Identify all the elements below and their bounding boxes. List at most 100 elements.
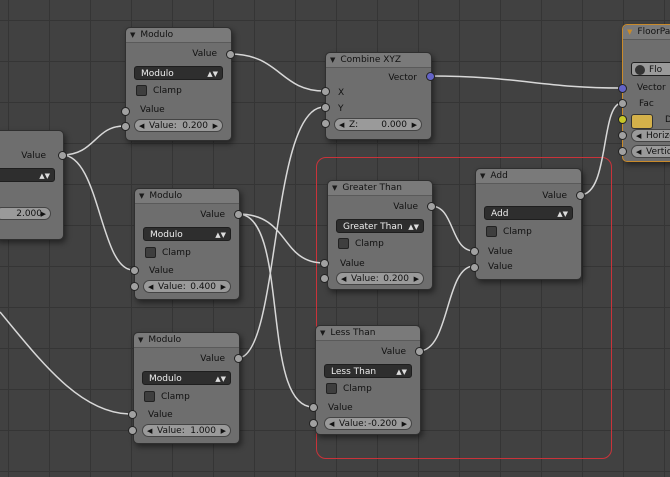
node-group-dropdown[interactable]: Flo bbox=[631, 62, 670, 76]
left-arrow-icon[interactable]: ◀ bbox=[139, 122, 145, 130]
node-combine-xyz[interactable]: ▼Combine XYZ Vector X Y ◀ Z: 0.000 ▶ bbox=[325, 52, 432, 140]
value-field[interactable]: ◀ Value: 1.000 ▶ bbox=[142, 424, 231, 437]
socket-floor-horizontal[interactable] bbox=[618, 131, 627, 140]
chevron-down-icon[interactable]: ▼ bbox=[138, 336, 144, 344]
z-field[interactable]: ◀ Z: 0.000 ▶ bbox=[334, 118, 422, 131]
left-arrow-icon[interactable]: ◀ bbox=[636, 132, 642, 140]
left-arrow-icon[interactable]: ◀ bbox=[339, 121, 345, 129]
socket-gt-output[interactable] bbox=[427, 202, 436, 211]
socket-lt-output[interactable] bbox=[415, 347, 424, 356]
chevron-down-icon[interactable]: ▼ bbox=[480, 172, 486, 180]
chevron-down-icon[interactable]: ▼ bbox=[130, 31, 136, 39]
clamp-row[interactable]: Clamp bbox=[326, 382, 372, 396]
chevron-down-icon[interactable]: ▼ bbox=[332, 184, 338, 192]
socket-combine-x[interactable] bbox=[321, 87, 330, 96]
socket-add-input2[interactable] bbox=[470, 263, 479, 272]
vertical-field[interactable]: ◀ Vertica bbox=[631, 145, 670, 158]
left-arrow-icon[interactable]: ◀ bbox=[636, 148, 642, 156]
checkbox-icon[interactable] bbox=[338, 238, 349, 249]
socket-floor-fac[interactable] bbox=[618, 99, 627, 108]
value-field[interactable]: ◀ Value: -0.200 ▶ bbox=[324, 417, 412, 430]
checkbox-icon[interactable] bbox=[144, 391, 155, 402]
operation-dropdown[interactable]: Add▲▼ bbox=[484, 206, 573, 220]
checkbox-icon[interactable] bbox=[486, 226, 497, 237]
chevron-down-icon[interactable]: ▼ bbox=[320, 329, 326, 337]
socket-modulo1-value[interactable] bbox=[121, 122, 130, 131]
node-header[interactable]: ▼Modulo bbox=[135, 189, 239, 204]
right-arrow-icon[interactable]: ▶ bbox=[220, 283, 226, 291]
right-arrow-icon[interactable]: ▶ bbox=[220, 427, 226, 435]
node-header[interactable]: ▼Combine XYZ bbox=[326, 53, 431, 68]
right-arrow-icon[interactable]: ▶ bbox=[212, 122, 218, 130]
socket-modulo3-input[interactable] bbox=[128, 410, 137, 419]
right-arrow-icon[interactable]: ▶ bbox=[401, 420, 407, 428]
socket-modulo2-value[interactable] bbox=[130, 282, 139, 291]
socket-combine-z[interactable] bbox=[321, 119, 330, 128]
left-arrow-icon[interactable]: ◀ bbox=[329, 420, 335, 428]
node-modulo-1[interactable]: ▼Modulo Value Modulo▲▼ Clamp Value ◀ Val… bbox=[125, 27, 232, 141]
node-header[interactable]: ▼Modulo bbox=[134, 333, 239, 348]
socket-modulo2-output[interactable] bbox=[234, 210, 243, 219]
left-arrow-icon[interactable]: ◀ bbox=[148, 283, 154, 291]
socket-lt-value[interactable] bbox=[309, 419, 318, 428]
operation-dropdown-partial[interactable]: ▲▼ bbox=[0, 168, 55, 182]
node-header[interactable]: ▼Add bbox=[476, 169, 581, 184]
left-arrow-icon[interactable]: ◀ bbox=[147, 427, 153, 435]
operation-dropdown[interactable]: Less Than▲▼ bbox=[324, 364, 412, 378]
node-left-partial[interactable]: Value ▲▼ 2.000 ▶ bbox=[0, 130, 64, 240]
node-header[interactable]: ▼FloorPa bbox=[623, 25, 670, 40]
socket-left-output[interactable] bbox=[58, 151, 67, 160]
node-modulo-2[interactable]: ▼Modulo Value Modulo▲▼ Clamp Value ◀ Val… bbox=[134, 188, 240, 300]
socket-combine-vector-output[interactable] bbox=[426, 72, 435, 81]
node-header[interactable]: ▼Greater Than bbox=[328, 181, 432, 196]
socket-add-output[interactable] bbox=[576, 191, 585, 200]
socket-modulo3-output[interactable] bbox=[234, 354, 243, 363]
node-header[interactable]: ▼Less Than bbox=[316, 326, 420, 341]
socket-modulo1-input[interactable] bbox=[121, 107, 130, 116]
node-greater-than[interactable]: ▼Greater Than Value Greater Than▲▼ Clamp… bbox=[327, 180, 433, 290]
socket-gt-value[interactable] bbox=[320, 274, 329, 283]
clamp-row[interactable]: Clamp bbox=[144, 390, 190, 404]
link-left-to-modulo3 bbox=[0, 311, 132, 415]
left-arrow-icon[interactable]: ◀ bbox=[341, 275, 347, 283]
socket-combine-y[interactable] bbox=[321, 103, 330, 112]
checkbox-icon[interactable] bbox=[326, 383, 337, 394]
socket-lt-input[interactable] bbox=[309, 403, 318, 412]
operation-dropdown[interactable]: Greater Than▲▼ bbox=[336, 219, 424, 233]
node-header[interactable]: ▼Modulo bbox=[126, 28, 231, 43]
chevron-down-icon[interactable]: ▼ bbox=[330, 56, 336, 64]
horizontal-field[interactable]: ◀ Horizon bbox=[631, 129, 670, 142]
socket-floor-vertical[interactable] bbox=[618, 147, 627, 156]
node-add[interactable]: ▼Add Value Add▲▼ Clamp Value Value bbox=[475, 168, 582, 280]
operation-dropdown[interactable]: Modulo▲▼ bbox=[143, 227, 231, 241]
value-field-partial[interactable]: 2.000 ▶ bbox=[0, 207, 51, 220]
chevron-down-icon[interactable]: ▼ bbox=[627, 28, 633, 36]
socket-floor-color[interactable] bbox=[618, 115, 627, 124]
socket-modulo1-output[interactable] bbox=[226, 50, 235, 59]
right-arrow-icon[interactable]: ▶ bbox=[40, 210, 46, 218]
checkbox-icon[interactable] bbox=[145, 247, 156, 258]
value-field[interactable]: ◀ Value: 0.200 ▶ bbox=[336, 272, 424, 285]
operation-dropdown[interactable]: Modulo▲▼ bbox=[142, 371, 231, 385]
clamp-row[interactable]: Clamp bbox=[145, 246, 191, 260]
value-field[interactable]: ◀ Value: 0.200 ▶ bbox=[134, 119, 223, 132]
checkbox-icon[interactable] bbox=[136, 85, 147, 96]
socket-modulo3-value[interactable] bbox=[128, 426, 137, 435]
socket-gt-input[interactable] bbox=[320, 259, 329, 268]
chevron-down-icon[interactable]: ▼ bbox=[139, 192, 145, 200]
value-field[interactable]: ◀ Value: 0.400 ▶ bbox=[143, 280, 231, 293]
clamp-row[interactable]: Clamp bbox=[136, 84, 182, 98]
clamp-row[interactable]: Clamp bbox=[486, 225, 532, 239]
right-arrow-icon[interactable]: ▶ bbox=[411, 121, 417, 129]
node-modulo-3[interactable]: ▼Modulo Value Modulo▲▼ Clamp Value ◀ Val… bbox=[133, 332, 240, 444]
color-swatch[interactable] bbox=[631, 114, 653, 129]
socket-add-input1[interactable] bbox=[470, 247, 479, 256]
node-less-than[interactable]: ▼Less Than Value Less Than▲▼ Clamp Value… bbox=[315, 325, 421, 435]
right-arrow-icon[interactable]: ▶ bbox=[413, 275, 419, 283]
operation-dropdown[interactable]: Modulo▲▼ bbox=[134, 66, 223, 80]
node-floor-pattern[interactable]: ▼FloorPa Flo Vector Fac D ◀ Horizon ◀ Ve… bbox=[622, 24, 670, 162]
socket-floor-vector[interactable] bbox=[618, 84, 627, 93]
clamp-row[interactable]: Clamp bbox=[338, 237, 384, 251]
clamp-label: Clamp bbox=[161, 392, 190, 402]
socket-modulo2-input[interactable] bbox=[130, 266, 139, 275]
